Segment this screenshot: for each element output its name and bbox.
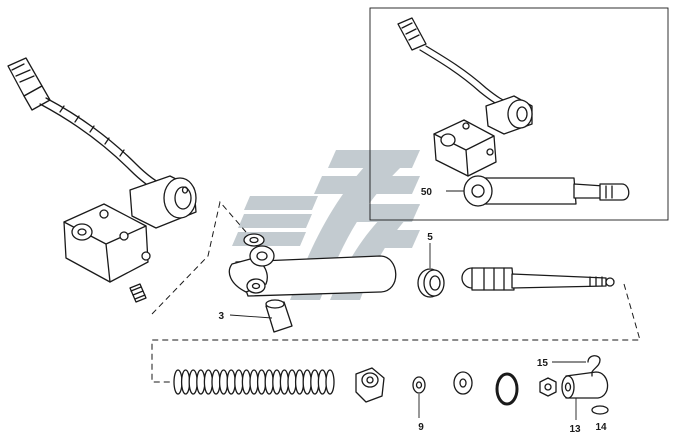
spring-coil <box>241 369 252 395</box>
assembly-guide-line-lower <box>151 283 641 383</box>
o-ring <box>591 405 609 415</box>
spring-coil <box>279 369 290 395</box>
cylinder-body <box>228 233 397 333</box>
rod-end-cap <box>561 371 609 399</box>
washer-flat <box>453 371 473 395</box>
spring-coil <box>234 369 244 395</box>
assembly-guide-line-upper <box>151 200 247 315</box>
snap-ring <box>495 372 519 406</box>
inset-frame <box>369 7 669 221</box>
spring-coil <box>317 369 328 395</box>
spring-coil <box>188 369 198 395</box>
spring-coil <box>218 369 229 395</box>
callout-label-15: 15 <box>537 358 549 369</box>
washer-small <box>412 376 426 394</box>
compression-spring <box>173 369 335 395</box>
spring-coil <box>264 369 274 395</box>
spring-coil <box>302 369 312 395</box>
spring-retainer <box>355 367 385 403</box>
callout-label-50: 50 <box>421 187 433 198</box>
spring-coil <box>173 369 183 395</box>
spring-coil <box>249 369 259 395</box>
callout-label-5: 5 <box>427 232 433 243</box>
callout-label-9: 9 <box>418 422 424 433</box>
spring-coil <box>211 369 221 395</box>
callout-label-14: 14 <box>595 422 607 433</box>
spring-coil <box>310 369 320 395</box>
hex-nut <box>539 377 557 397</box>
spring-coil <box>287 369 297 395</box>
spring-coil <box>226 369 236 395</box>
spring-coil <box>203 369 214 395</box>
actuator-assembly-left <box>7 57 197 303</box>
leader-line-3 <box>229 314 273 319</box>
spring-coil <box>256 369 267 395</box>
actuator-assembly-inset <box>397 17 630 207</box>
callout-label-13: 13 <box>569 424 581 435</box>
spring-coil <box>294 369 305 395</box>
spring-coil <box>196 369 206 395</box>
spring-coil <box>180 369 191 395</box>
seal-ring <box>417 268 445 298</box>
piston-rod <box>461 267 615 291</box>
spring-coil <box>272 369 282 395</box>
spring-clip <box>587 355 601 377</box>
callout-label-3: 3 <box>218 311 224 322</box>
spring-coil <box>325 369 335 395</box>
